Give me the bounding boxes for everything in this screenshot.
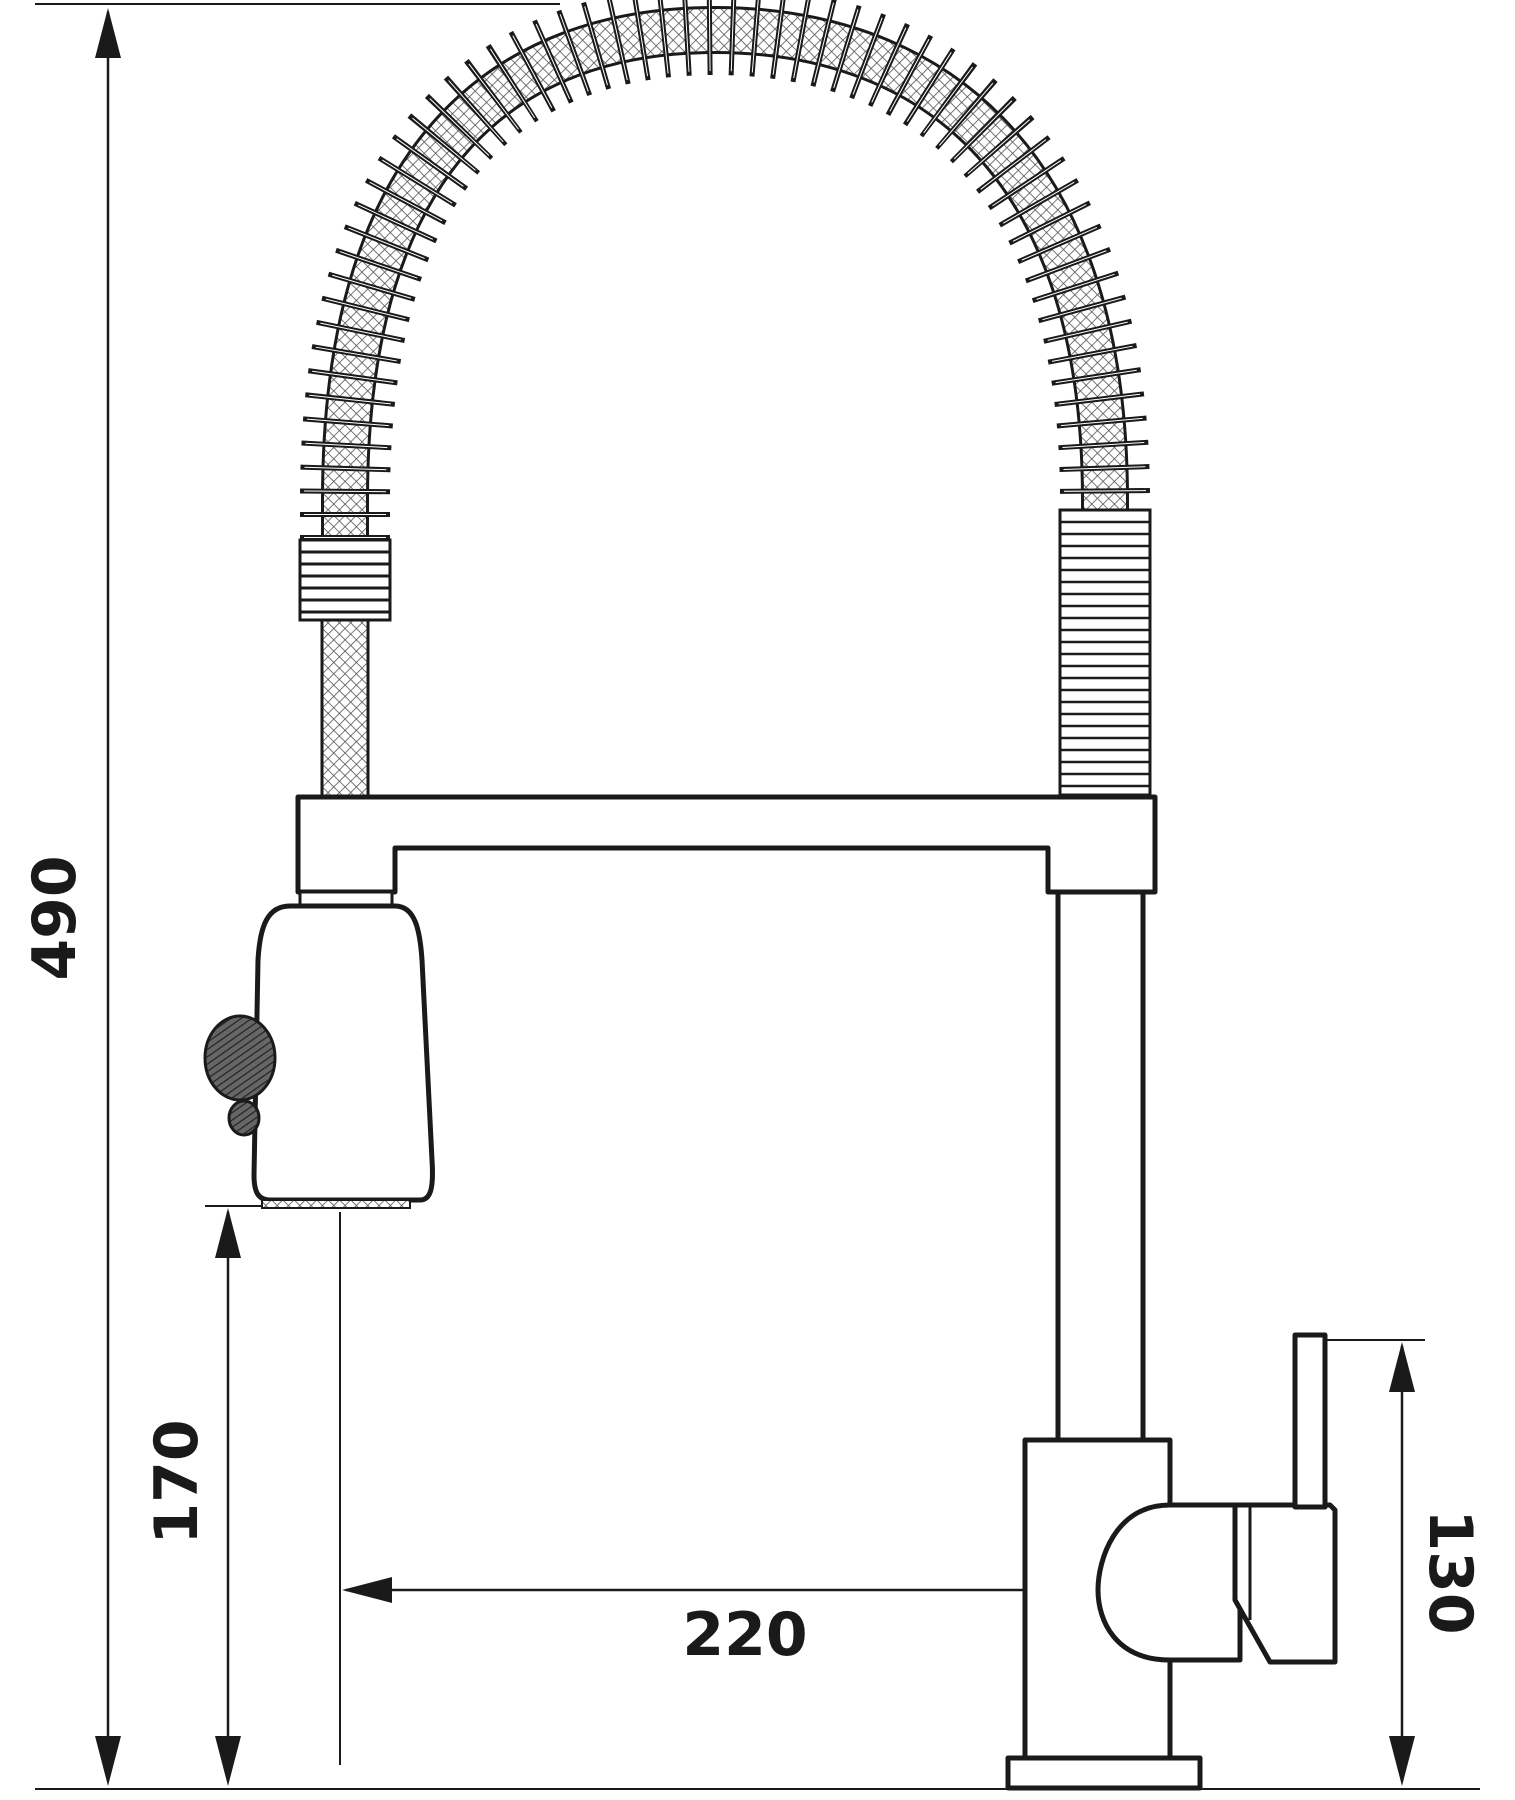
lever-cone: [1095, 1502, 1243, 1663]
dimension-handle-height: 130: [1318, 1339, 1485, 1786]
dimension-label-total-height: 490: [20, 855, 90, 980]
arrowhead-down: [95, 1736, 121, 1786]
dimension-label-spout-height: 170: [142, 1419, 212, 1544]
spray-button-large: [203, 1014, 277, 1102]
spout-holder: [295, 794, 1158, 895]
spray-button-small: [227, 1099, 261, 1137]
arrowhead-left: [342, 1577, 392, 1603]
spring-hose: [298, 0, 1152, 798]
spray-head: [203, 890, 435, 1209]
arrowhead-down: [1389, 1736, 1415, 1786]
lever-handle-rod: [1292, 1332, 1328, 1510]
arrowhead-down: [215, 1736, 241, 1786]
arrowhead-up: [1389, 1342, 1415, 1392]
left-coil-stack: [298, 538, 392, 622]
faucet-base: [1005, 1332, 1338, 1791]
dimension-label-handle-height: 130: [1415, 1509, 1485, 1634]
arrowhead-up: [215, 1208, 241, 1258]
dimension-label-reach: 220: [682, 1600, 807, 1670]
lever-block: [1232, 1502, 1338, 1665]
base-flange: [1005, 1755, 1203, 1791]
dimension-reach: 220: [339, 1212, 1100, 1765]
dimension-spout-height: 170: [142, 1205, 270, 1786]
faucet-column: [1055, 889, 1146, 1443]
arrowhead-up: [95, 8, 121, 58]
left-mesh-segment: [320, 618, 370, 798]
dimension-total-height: 490: [20, 8, 121, 1786]
spray-nozzle-face: [261, 1199, 411, 1209]
right-coil-stack: [1058, 508, 1152, 797]
spring-coils: [300, 0, 1150, 540]
